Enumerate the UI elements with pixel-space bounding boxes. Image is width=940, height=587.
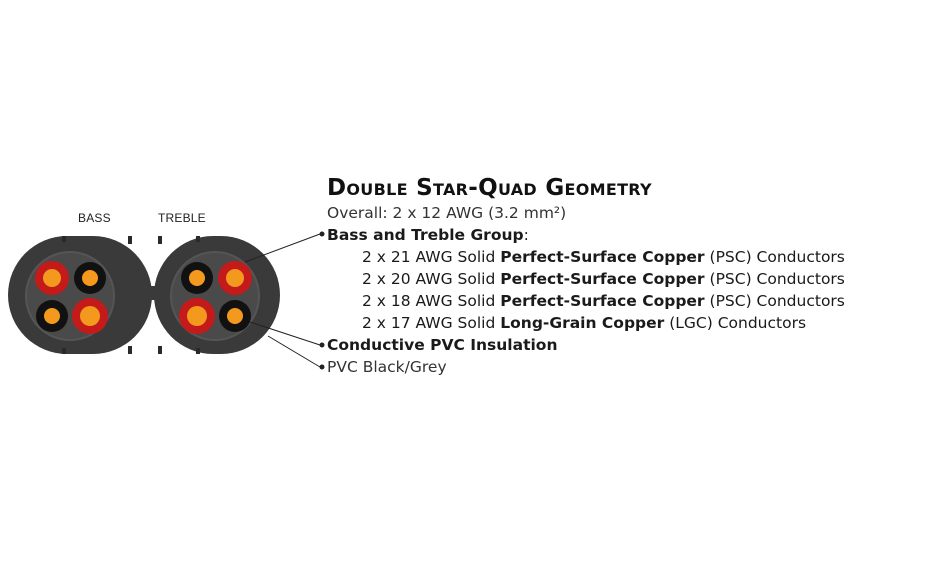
- leader-line-group: [244, 233, 321, 263]
- conductor-row: 2 x 21 AWG Solid Perfect-Surface Copper …: [327, 246, 937, 268]
- bass-conductor-core: [44, 308, 60, 324]
- treble-conductor-core: [187, 306, 207, 326]
- leader-dot-group: [319, 231, 325, 237]
- leader-dot-insulation: [319, 342, 325, 348]
- group-colon: :: [523, 226, 529, 244]
- treble-conductor-core: [226, 269, 244, 287]
- bass-conductor-core: [80, 306, 100, 326]
- conductor-material: Perfect-Surface Copper: [500, 248, 705, 266]
- leader-dot-jacket: [319, 364, 325, 370]
- conductor-prefix: 2 x 18 AWG Solid: [362, 292, 501, 310]
- jacket-seam: [128, 236, 132, 244]
- overall-spec: Overall: 2 x 12 AWG (3.2 mm²): [327, 204, 567, 222]
- treble-conductor-core: [189, 270, 205, 286]
- bass-conductor-core: [43, 269, 61, 287]
- jacket-seam: [62, 236, 66, 242]
- insulation-label: Conductive PVC Insulation: [327, 336, 558, 354]
- jacket-seam: [196, 348, 200, 354]
- jacket-seam: [128, 346, 132, 354]
- group-heading: Bass and Treble Group:: [327, 224, 937, 246]
- conductor-row: 2 x 17 AWG Solid Long-Grain Copper (LGC)…: [327, 312, 937, 334]
- conductor-suffix: (LGC) Conductors: [664, 314, 807, 332]
- conductor-suffix: (PSC) Conductors: [704, 292, 845, 310]
- jacket-seam: [62, 348, 66, 354]
- spec-title: Double Star-Quad Geometry: [327, 175, 652, 201]
- conductor-prefix: 2 x 20 AWG Solid: [362, 270, 501, 288]
- leader-line-insulation: [249, 321, 321, 346]
- leader-line-jacket: [267, 335, 321, 368]
- conductor-row: 2 x 18 AWG Solid Perfect-Surface Copper …: [327, 290, 937, 312]
- conductor-suffix: (PSC) Conductors: [704, 248, 845, 266]
- bass-conductor-core: [82, 270, 98, 286]
- treble-label: TREBLE: [158, 211, 206, 225]
- conductor-material: Long-Grain Copper: [500, 314, 665, 332]
- conductor-row: 2 x 20 AWG Solid Perfect-Surface Copper …: [327, 268, 937, 290]
- conductor-material: Perfect-Surface Copper: [500, 292, 705, 310]
- treble-conductor-core: [227, 308, 243, 324]
- conductor-suffix: (PSC) Conductors: [704, 270, 845, 288]
- conductor-prefix: 2 x 21 AWG Solid: [362, 248, 501, 266]
- spec-text-block: Double Star-Quad Geometry Overall: 2 x 1…: [327, 174, 937, 378]
- jacket-seam: [158, 236, 162, 244]
- jacket-seam: [158, 346, 162, 354]
- conductor-prefix: 2 x 17 AWG Solid: [362, 314, 501, 332]
- conductor-material: Perfect-Surface Copper: [500, 270, 705, 288]
- jacket-label: PVC Black/Grey: [327, 358, 447, 376]
- group-label: Bass and Treble Group: [327, 226, 524, 244]
- jacket-seam: [196, 236, 200, 242]
- bass-label: BASS: [78, 211, 111, 225]
